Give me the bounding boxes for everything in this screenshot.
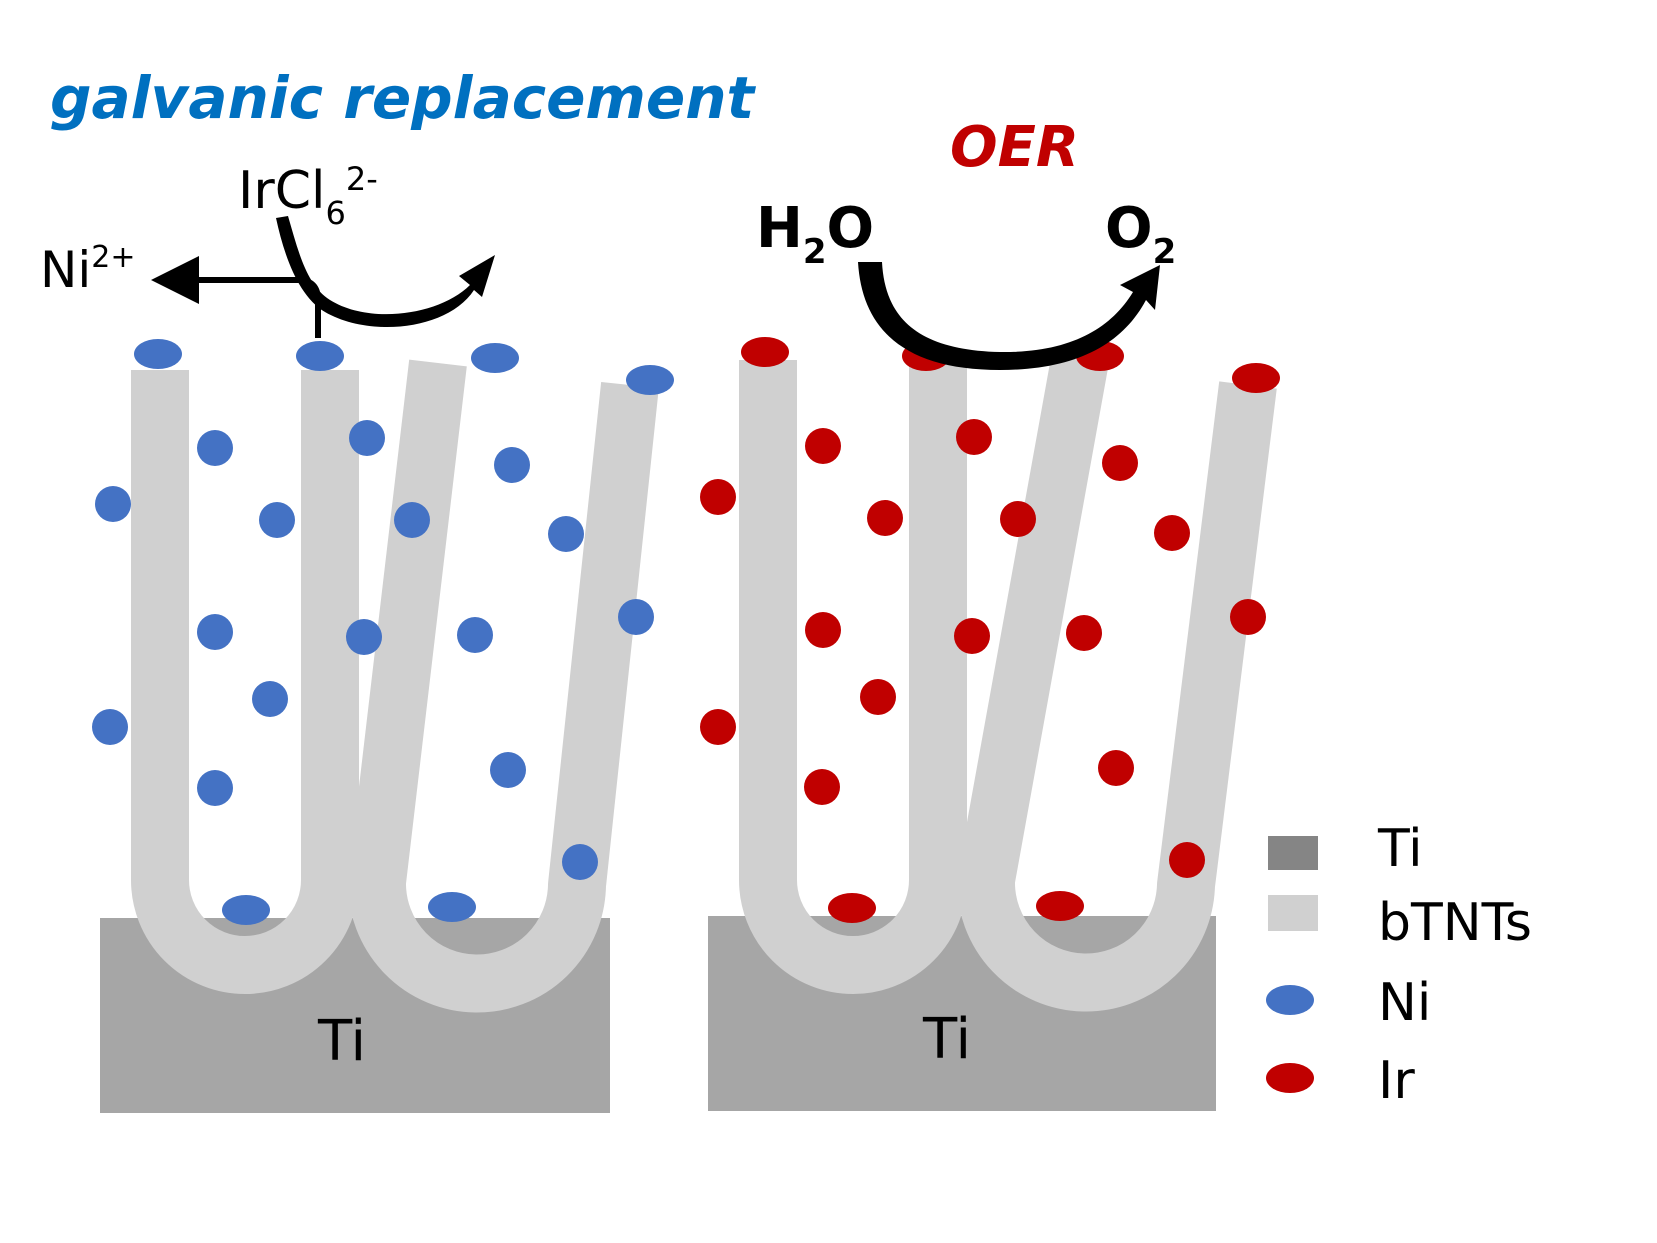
ir-particle — [860, 679, 896, 715]
svg-text:Ni2+: Ni2+ — [40, 240, 136, 299]
ni-particle — [134, 339, 182, 369]
ir-particle — [1102, 445, 1138, 481]
ir-particle — [700, 709, 736, 745]
oxygen-base: O — [1105, 196, 1153, 261]
svg-text:O2: O2 — [1105, 196, 1176, 272]
ni-ion-charge: 2+ — [91, 240, 135, 275]
legend-swatch-btnts — [1268, 895, 1318, 931]
ni-particle — [349, 420, 385, 456]
water-h: H — [756, 196, 803, 261]
ni-particle — [92, 709, 128, 745]
ni-particle — [494, 447, 530, 483]
ir-particle — [804, 769, 840, 805]
legend-item-btnts: bTNTs — [1268, 893, 1532, 953]
ircl6-charge: 2- — [346, 160, 378, 198]
ti-substrate-right-label: Ti — [922, 1007, 971, 1072]
water-o: O — [827, 196, 875, 261]
oxygen-subscript: 2 — [1153, 232, 1177, 272]
oxygen-label: O2 — [1105, 196, 1176, 272]
curved-arrow-icon — [276, 216, 495, 328]
ir-particle — [954, 618, 990, 654]
ni-particle — [618, 599, 654, 635]
ir-particle — [741, 337, 789, 367]
ni-ion-base: Ni — [40, 241, 91, 299]
ir-particle — [1230, 599, 1266, 635]
nanotube-right-1 — [739, 360, 967, 994]
legend-label-ti: Ti — [1377, 819, 1423, 879]
galvanic-arrows — [151, 216, 495, 338]
ni-particle — [428, 892, 476, 922]
legend-label-ni: Ni — [1378, 973, 1431, 1033]
ni-particle — [296, 341, 344, 371]
ni-particle — [95, 486, 131, 522]
legend-item-ir: Ir — [1266, 1051, 1415, 1111]
ni-particle — [626, 365, 674, 395]
ircl6-label: IrCl62- — [238, 160, 378, 232]
water-label: H2O — [756, 196, 874, 272]
ni-particle — [471, 343, 519, 373]
svg-text:IrCl62-: IrCl62- — [238, 160, 378, 232]
nanotube-left-2 — [347, 359, 659, 1013]
galvanic-replacement-title: galvanic replacement — [50, 64, 756, 132]
legend: Ti bTNTs Ni Ir — [1266, 819, 1532, 1111]
ni-particle — [252, 681, 288, 717]
ir-particle — [1036, 891, 1084, 921]
nanotube-right-2 — [956, 354, 1277, 1012]
ir-particle — [1232, 363, 1280, 393]
legend-item-ti: Ti — [1268, 819, 1423, 879]
ni-particle — [197, 770, 233, 806]
svg-text:H2O: H2O — [756, 196, 874, 272]
ni-particle — [394, 502, 430, 538]
legend-label-btnts: bTNTs — [1378, 893, 1532, 953]
ni-ion-label: Ni2+ — [40, 240, 136, 299]
ir-particle — [700, 479, 736, 515]
ir-particle — [828, 893, 876, 923]
legend-swatch-ti — [1268, 836, 1318, 870]
ti-substrate-left-label: Ti — [317, 1009, 366, 1074]
ir-particle — [1169, 842, 1205, 878]
ni-particle — [197, 614, 233, 650]
ni-particle — [259, 502, 295, 538]
ircl6-base: IrCl — [238, 161, 325, 221]
ni-particle — [457, 617, 493, 653]
ni-particle — [562, 844, 598, 880]
left-arrow-icon — [151, 256, 321, 338]
ir-particle — [1098, 750, 1134, 786]
left-panel: Ti — [40, 160, 674, 1113]
ni-particle — [548, 516, 584, 552]
ir-particle — [956, 419, 992, 455]
ir-particle — [805, 612, 841, 648]
ircl6-subscript: 6 — [325, 194, 345, 232]
ni-particle — [490, 752, 526, 788]
legend-swatch-ir — [1266, 1063, 1314, 1093]
oer-title: OER — [950, 115, 1079, 180]
ir-particle — [805, 428, 841, 464]
ir-particle — [1000, 501, 1036, 537]
right-panel: Ti — [700, 196, 1280, 1111]
ir-particle — [867, 500, 903, 536]
ir-particle — [1154, 515, 1190, 551]
nanotube-left-1 — [131, 370, 359, 994]
water-subscript: 2 — [803, 232, 827, 272]
ni-particles — [92, 339, 674, 925]
legend-item-ni: Ni — [1266, 973, 1431, 1033]
ni-particle — [222, 895, 270, 925]
ni-particle — [346, 619, 382, 655]
ir-particle — [1066, 615, 1102, 651]
curved-arrow-icon — [858, 262, 1160, 370]
legend-label-ir: Ir — [1378, 1051, 1415, 1111]
ni-particle — [197, 430, 233, 466]
legend-swatch-ni — [1266, 985, 1314, 1015]
